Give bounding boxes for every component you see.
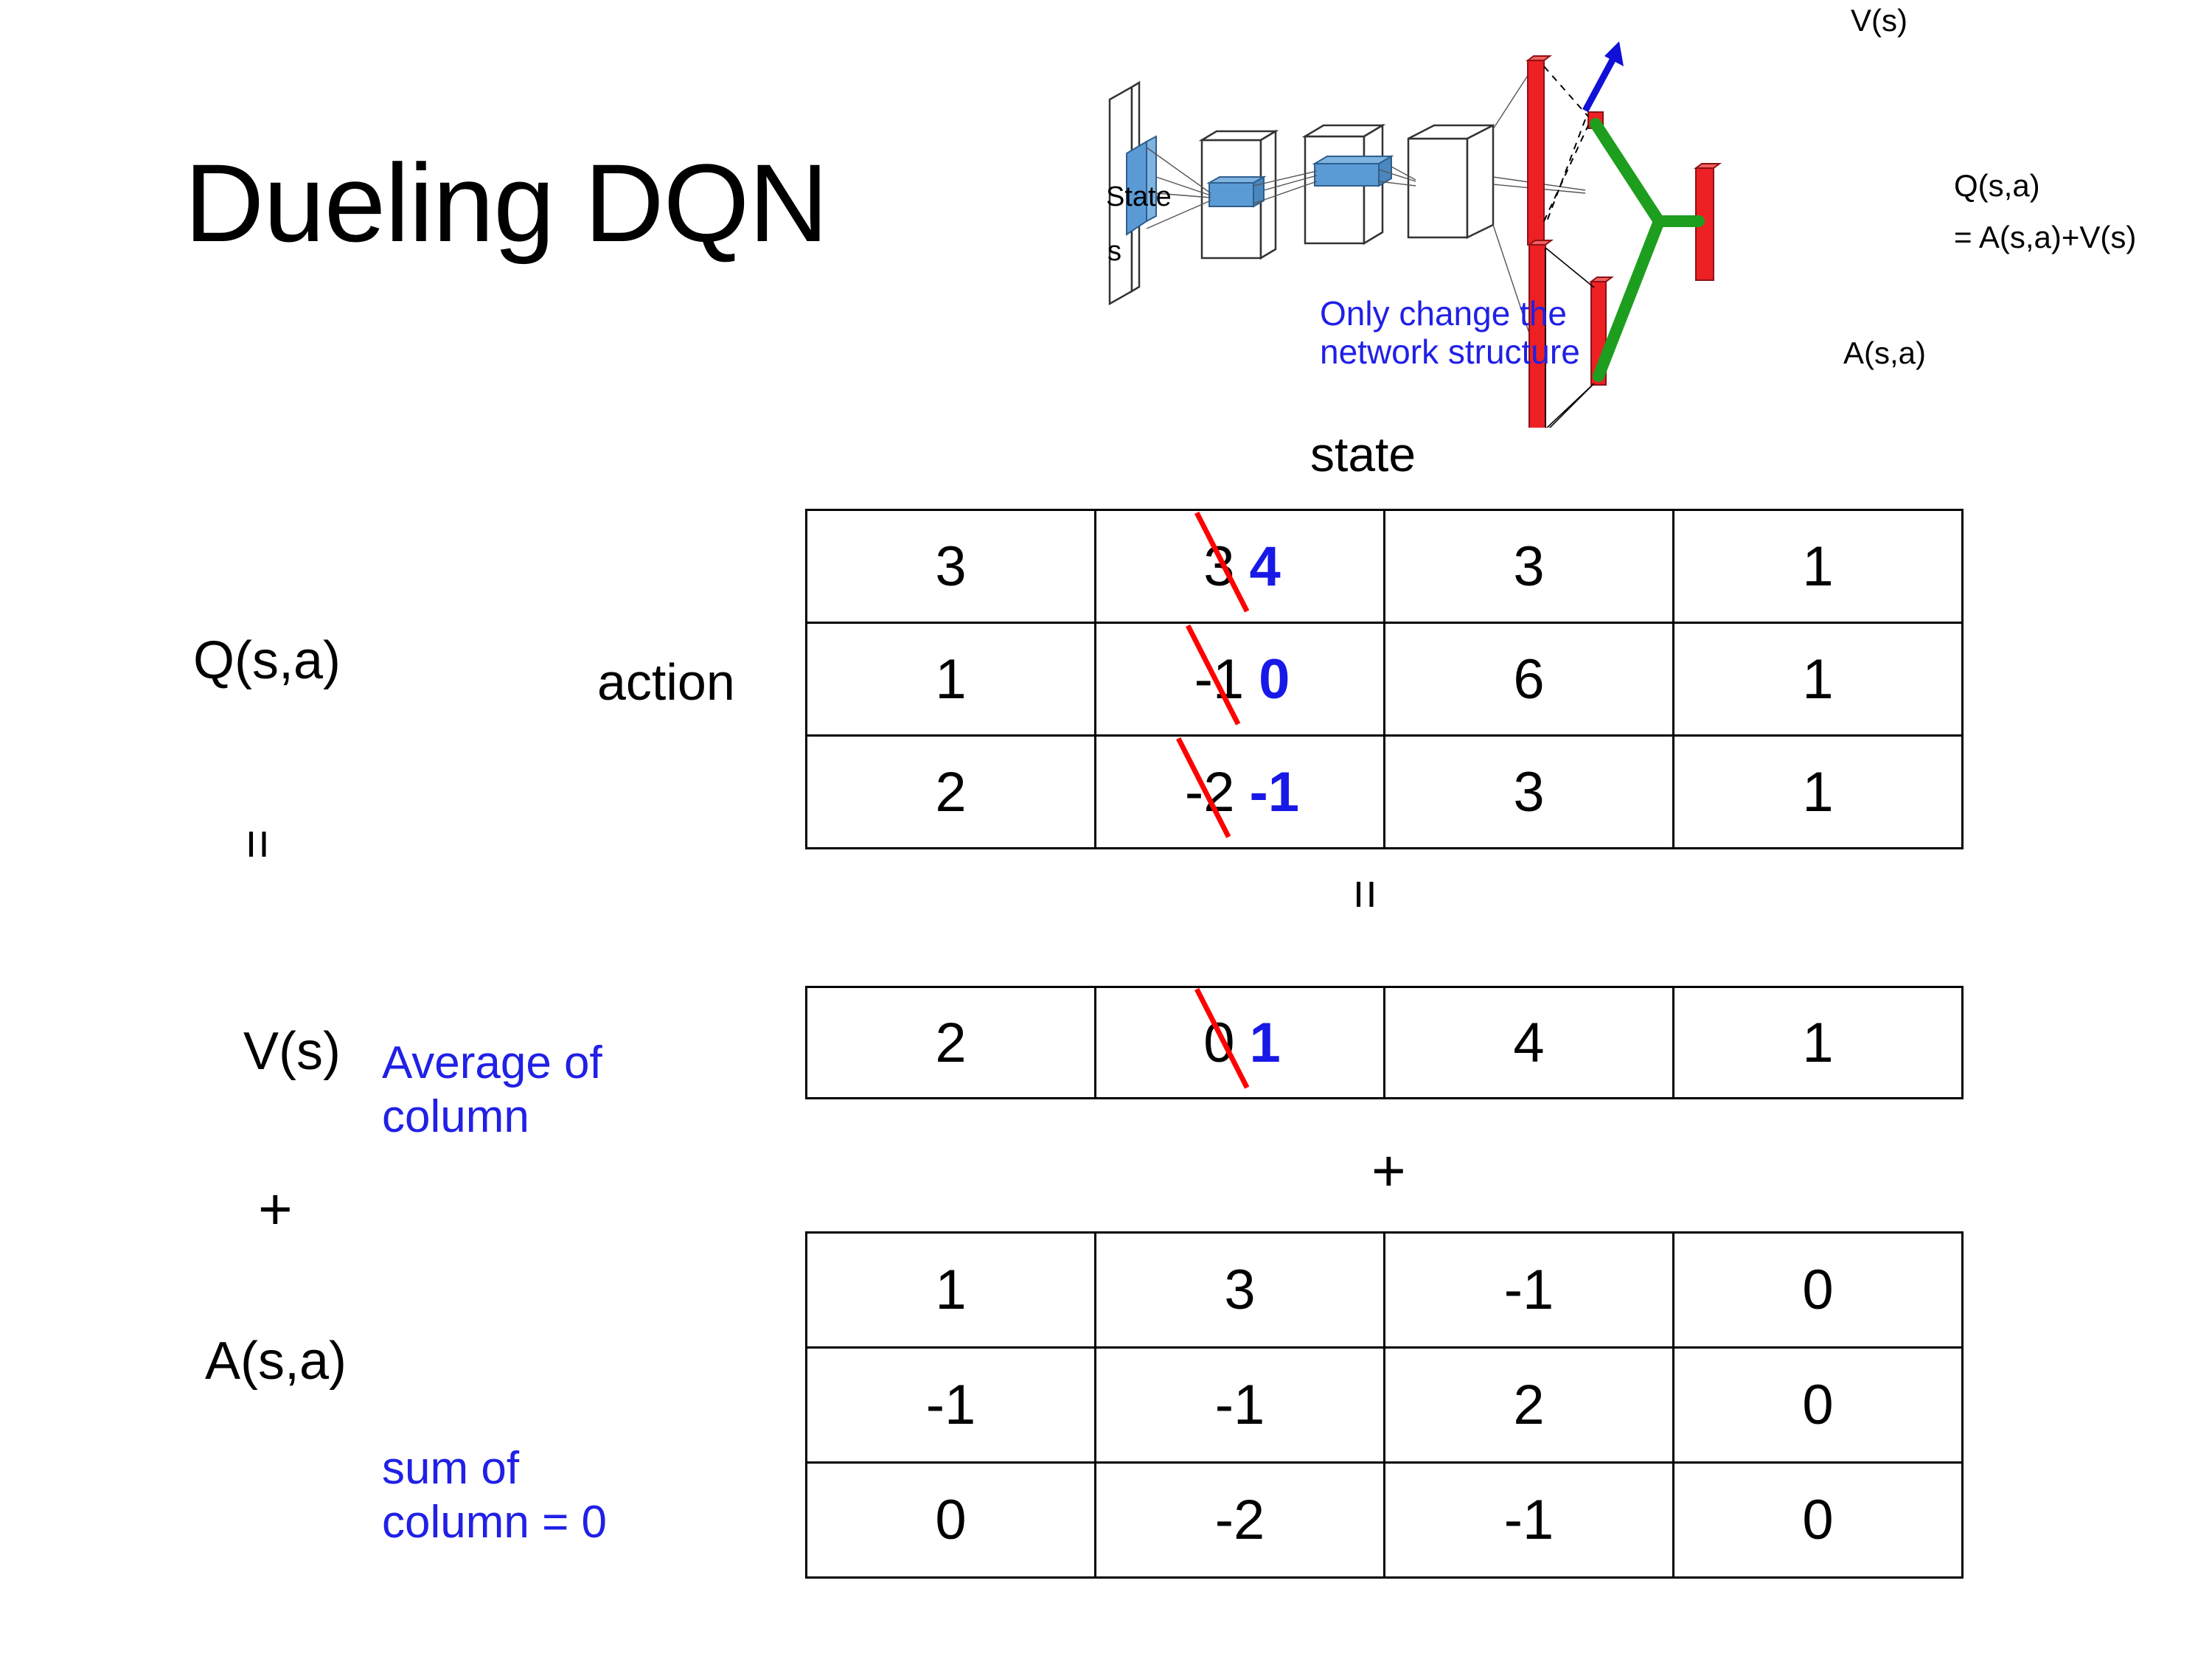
dueling-network-diagram: State s V(s) A(s,a) Q(s,a) = A(s,a)+V(s)… xyxy=(1069,0,2212,428)
table-cell: 3 xyxy=(805,509,1096,624)
a-function-label: A(s,a) xyxy=(205,1332,347,1391)
table-cell: -1 xyxy=(1094,1346,1385,1464)
page-title: Dueling DQN xyxy=(184,141,829,265)
plus-sign-middle: + xyxy=(1371,1138,1406,1203)
table-cell: 1 xyxy=(1672,986,1964,1099)
equals-sign-left: = xyxy=(229,829,288,860)
table-cell: 2 xyxy=(1383,1346,1674,1464)
crossed-out-value: -1 xyxy=(1190,647,1249,712)
action-axis-label: action xyxy=(597,653,735,711)
table-cell: 3 xyxy=(1383,509,1674,624)
updated-value: 0 xyxy=(1259,647,1290,711)
q-function-label: Q(s,a) xyxy=(193,631,341,690)
crossed-out-value: 3 xyxy=(1199,535,1239,599)
table-cell: 1 xyxy=(1672,734,1964,849)
table-cell: 1 xyxy=(805,1231,1096,1349)
diagram-state-sub-label: s xyxy=(1107,236,1121,267)
table-cell: 0 xyxy=(1672,1346,1964,1464)
table-cell: 0 xyxy=(1672,1231,1964,1349)
table-cell: 2 xyxy=(805,734,1096,849)
average-note-line1: Average of xyxy=(382,1037,602,1088)
table-cell: 2 xyxy=(805,986,1096,1099)
crossed-out-value: 0 xyxy=(1199,1011,1239,1075)
diagram-v-label: V(s) xyxy=(1851,3,1907,38)
table-cell: 4 xyxy=(1383,986,1674,1099)
table-cell: -2 xyxy=(1094,1461,1385,1579)
diagram-q-label-line2: = A(s,a)+V(s) xyxy=(1954,220,2137,254)
sum-of-column-note: sum of column = 0 xyxy=(382,1441,607,1549)
table-cell: -1 xyxy=(1383,1231,1674,1349)
diagram-a-label: A(s,a) xyxy=(1843,335,1927,370)
plus-sign-left: + xyxy=(258,1176,293,1242)
sum-note-line1: sum of xyxy=(382,1443,520,1494)
v-function-label: V(s) xyxy=(243,1022,341,1081)
diagram-state-label: State xyxy=(1106,181,1172,212)
table-cell: 6 xyxy=(1383,622,1674,737)
table-cell: -2-1 xyxy=(1094,734,1385,849)
average-of-column-note: Average of column xyxy=(382,1036,602,1144)
table-cell: 0 xyxy=(1672,1461,1964,1579)
table-cell: 3 xyxy=(1094,1231,1385,1349)
average-note-line2: column xyxy=(382,1091,529,1143)
diagram-note-line2: network structure xyxy=(1320,332,1580,371)
diagram-note: Only change the network structure xyxy=(1320,294,1580,371)
table-cell: 3 xyxy=(1383,734,1674,849)
table-cell: 1 xyxy=(1672,622,1964,737)
updated-value: -1 xyxy=(1249,760,1300,824)
table-cell: -1 xyxy=(805,1346,1096,1464)
updated-value: 1 xyxy=(1249,1011,1281,1074)
diagram-q-label-line1: Q(s,a) xyxy=(1954,168,2040,203)
sum-note-line2: column = 0 xyxy=(382,1497,608,1548)
state-axis-label: state xyxy=(1310,427,1416,481)
equals-sign-middle: = xyxy=(1337,879,1395,910)
table-cell: -1 xyxy=(1383,1461,1674,1579)
edited-cell: -2-1 xyxy=(1096,737,1383,847)
table-cell: 1 xyxy=(1672,509,1964,624)
table-cell: 0 xyxy=(805,1461,1096,1579)
diagram-note-line1: Only change the xyxy=(1320,294,1568,333)
crossed-out-value: -2 xyxy=(1180,760,1239,824)
table-cell: 1 xyxy=(805,622,1096,737)
updated-value: 4 xyxy=(1249,535,1281,598)
